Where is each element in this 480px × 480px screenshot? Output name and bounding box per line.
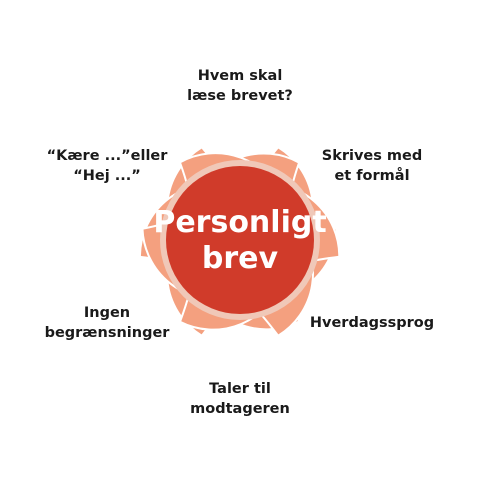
petal-4-line-1: Taler til xyxy=(209,381,271,397)
center-label-line-2: brev xyxy=(202,241,279,276)
petal-5-line-2: begrænsninger xyxy=(45,325,171,341)
center-circle xyxy=(166,166,314,314)
center-label-line-1: Personligt xyxy=(153,205,326,240)
petal-5-line-1: Ingen xyxy=(84,305,130,321)
petal-6-line-1: “Kære ...”eller xyxy=(47,148,169,164)
petal-1-line-1: Hvem skal xyxy=(198,68,283,84)
petal-3-line-1: Hverdagssprog xyxy=(310,315,434,331)
petal-2-line-1: Skrives med xyxy=(322,148,423,164)
petal-1-label: Hvem skal læse brevet? xyxy=(187,68,293,104)
petal-3-label: Hverdagssprog xyxy=(310,315,434,331)
petal-5-label: Ingen begrænsninger xyxy=(45,305,171,341)
petal-2-line-2: et formål xyxy=(334,167,409,184)
petal-4-label: Taler til modtageren xyxy=(190,381,290,417)
petal-2-label: Skrives med et formål xyxy=(322,148,423,184)
petal-6-line-2: “Hej ...” xyxy=(73,168,141,184)
petal-6-label: “Kære ...”eller “Hej ...” xyxy=(47,148,169,184)
petal-1-line-2: læse brevet? xyxy=(187,88,293,104)
petal-4-line-2: modtageren xyxy=(190,401,290,417)
